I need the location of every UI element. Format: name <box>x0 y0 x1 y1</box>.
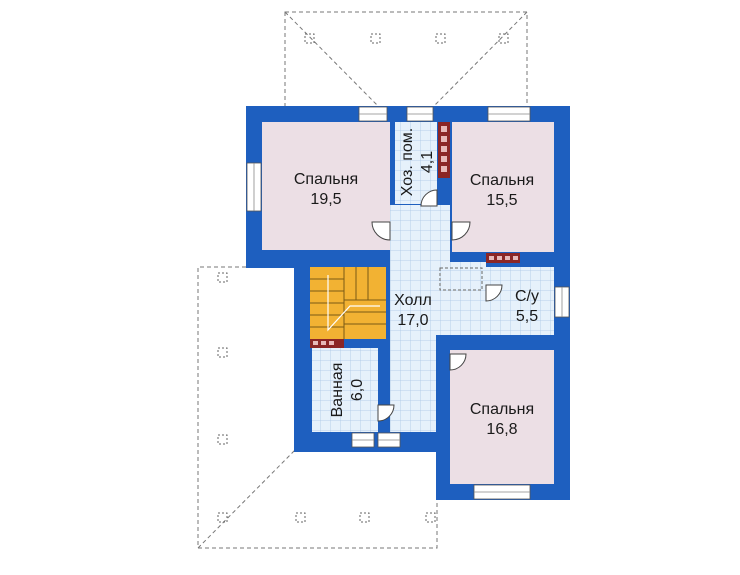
room-utility <box>395 122 437 204</box>
bedroom-se-area: 16,8 <box>486 421 517 438</box>
roof-posts-top <box>304 33 509 44</box>
bedroom-ne-name: Спальня <box>470 172 534 189</box>
room-hall <box>390 205 486 432</box>
wc-name: С/у <box>515 288 539 305</box>
hall-name: Холл <box>394 292 432 309</box>
doors <box>371 189 503 422</box>
bathroom-name: Ванная <box>329 363 346 418</box>
chimney-utility <box>438 122 450 178</box>
utility-area: 4,1 <box>419 151 436 173</box>
room-bathroom <box>312 348 378 432</box>
bedroom-nw-name: Спальня <box>294 171 358 188</box>
bathroom-area: 6,0 <box>349 379 366 401</box>
bedroom-nw-area: 19,5 <box>310 191 341 208</box>
utility-name: Хоз. пом. <box>399 128 416 196</box>
wc-area: 5,5 <box>516 308 538 325</box>
roof-outline-left <box>197 266 438 549</box>
room-bedroom-ne <box>452 122 554 252</box>
room-wc <box>486 267 554 335</box>
room-bedroom-se <box>450 350 554 484</box>
roof-posts-left <box>217 272 436 523</box>
windows <box>246 106 570 500</box>
bedroom-se-name: Спальня <box>470 401 534 418</box>
chimney-stairs <box>310 339 344 348</box>
room-bedroom-nw <box>262 122 390 250</box>
roof-outline-top <box>284 11 528 109</box>
bedroom-ne-area: 15,5 <box>486 192 517 209</box>
hall-area: 17,0 <box>397 312 428 329</box>
fixture-outline <box>439 267 483 291</box>
staircase <box>310 267 386 339</box>
chimney-wc <box>486 253 520 263</box>
